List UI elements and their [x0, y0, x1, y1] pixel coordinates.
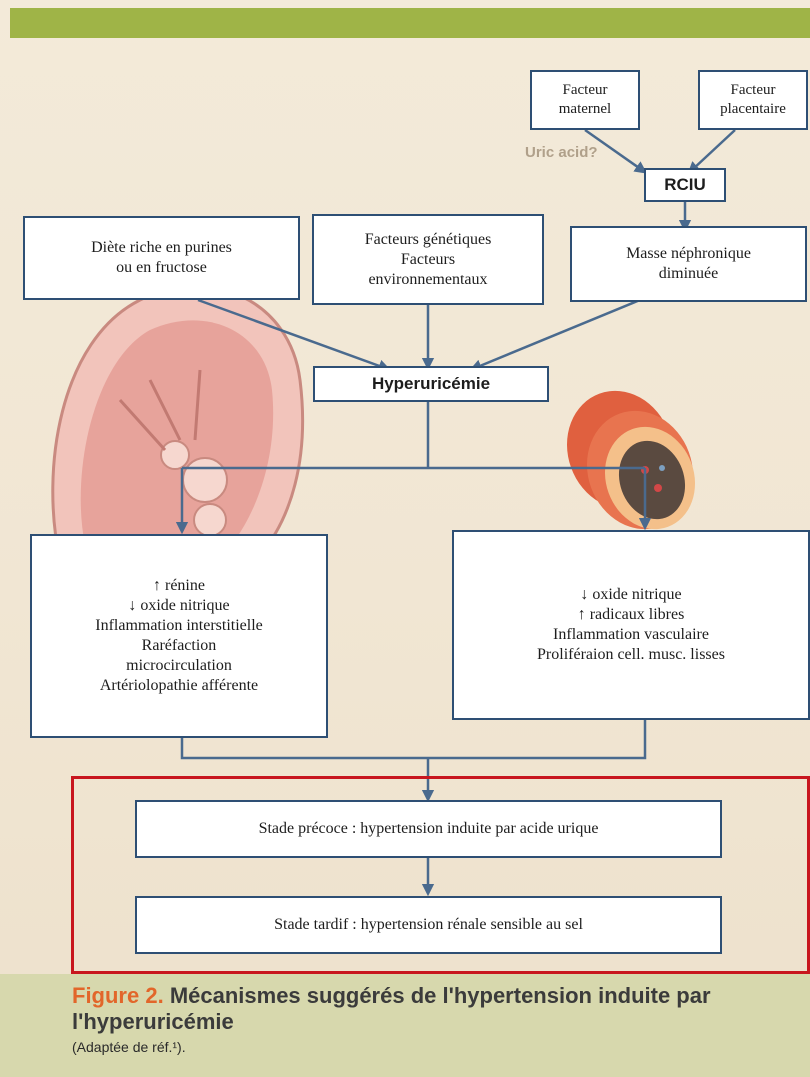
- vascular-effects-box: ↓ oxide nitrique ↑ radicaux libres Infla…: [452, 530, 810, 720]
- vascular-effects-text: ↓ oxide nitrique ↑ radicaux libres Infla…: [537, 585, 725, 665]
- placental-factor-text: Facteur placentaire: [720, 81, 786, 119]
- nephron-mass-text: Masse néphronique diminuée: [626, 244, 751, 284]
- caption-note: (Adaptée de réf.¹).: [72, 1039, 802, 1055]
- highlight-frame: [71, 776, 810, 974]
- figure-caption: Figure 2. Mécanismes suggérés de l'hyper…: [72, 983, 802, 1055]
- placental-factor-box: Facteur placentaire: [698, 70, 808, 130]
- hyperuricemia-text: Hyperuricémie: [372, 373, 490, 394]
- hyperuricemia-box: Hyperuricémie: [313, 366, 549, 402]
- caption-title: Mécanismes suggérés de l'hypertension in…: [72, 983, 711, 1034]
- diet-text: Diète riche en purines ou en fructose: [91, 238, 232, 278]
- maternal-factor-text: Facteur maternel: [559, 81, 611, 119]
- uric-acid-question-label: Uric acid?: [525, 144, 598, 161]
- nephron-mass-box: Masse néphronique diminuée: [570, 226, 807, 302]
- diet-box: Diète riche en purines ou en fructose: [23, 216, 300, 300]
- genetic-environmental-text: Facteurs génétiques Facteurs environneme…: [365, 230, 492, 290]
- renal-effects-text: ↑ rénine ↓ oxide nitrique Inflammation i…: [95, 576, 263, 696]
- maternal-factor-box: Facteur maternel: [530, 70, 640, 130]
- arrow-diet-hyperuricemia: [198, 300, 385, 368]
- arrow-nephron-hyperuricemia: [475, 300, 640, 368]
- caption-label: Figure 2.: [72, 983, 164, 1008]
- rciu-text: RCIU: [664, 174, 706, 195]
- arrow-placental-rciu: [692, 130, 735, 170]
- rciu-box: RCIU: [644, 168, 726, 202]
- renal-effects-box: ↑ rénine ↓ oxide nitrique Inflammation i…: [30, 534, 328, 738]
- genetic-environmental-box: Facteurs génétiques Facteurs environneme…: [312, 214, 544, 305]
